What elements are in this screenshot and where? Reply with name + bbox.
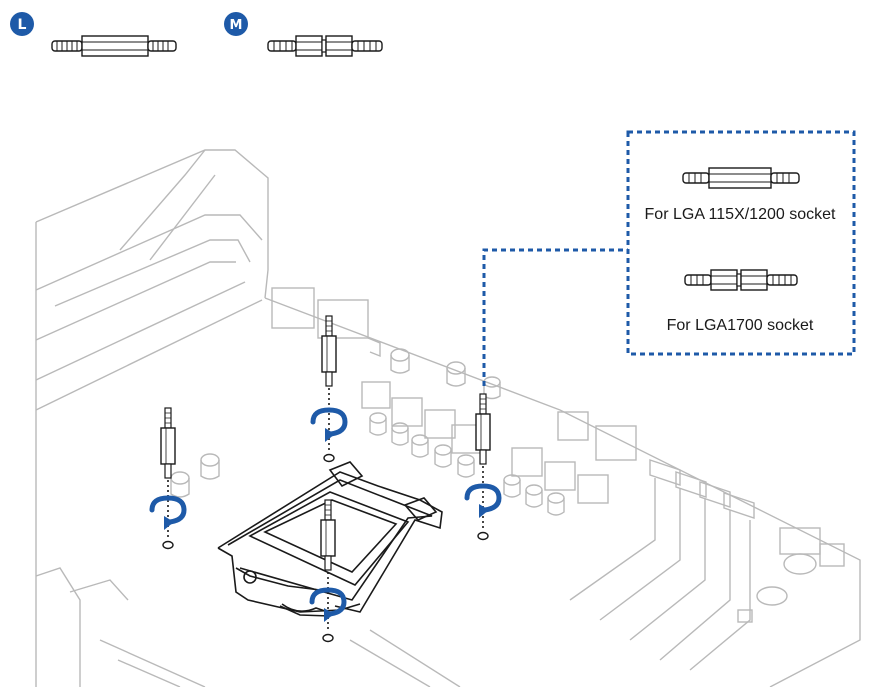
callout-connector <box>482 248 628 386</box>
motherboard-outline <box>35 149 861 687</box>
legend-standoff-long-icon <box>51 35 177 57</box>
legend-badge-l: L <box>10 12 34 36</box>
board-standoff-bottom <box>320 499 336 643</box>
legend-badge-l-text: L <box>18 17 27 33</box>
rotate-arrow-icon-bottom <box>312 590 344 622</box>
callout-caption-lga1700: For LGA1700 socket <box>667 317 814 334</box>
legend: L M <box>10 12 383 57</box>
rotate-arrow-icon-left <box>152 498 184 530</box>
board-standoff-left <box>160 407 176 550</box>
legend-badge-m-text: M <box>230 18 243 33</box>
callout-standoff-middle-icon <box>684 269 798 291</box>
callout-box: For LGA 115X/1200 socket For LGA1700 soc… <box>626 130 856 356</box>
board-standoff-right <box>475 393 491 541</box>
legend-standoff-middle-icon <box>267 35 383 57</box>
board-standoff-top <box>321 315 337 463</box>
callout-caption-lga115x: For LGA 115X/1200 socket <box>645 206 836 223</box>
legend-badge-m: M <box>224 12 248 36</box>
callout-standoff-long-icon <box>682 167 800 189</box>
